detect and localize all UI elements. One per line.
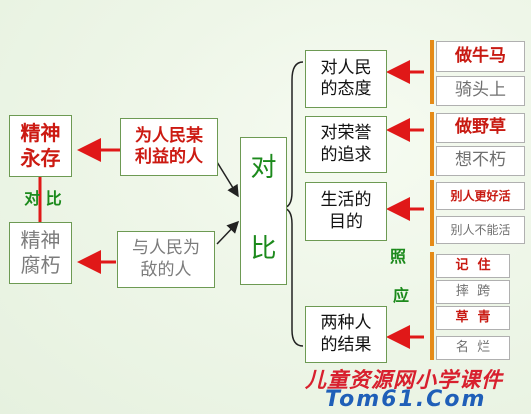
leaf-grass-green: 草 青 [436, 306, 510, 330]
contrast-label: 对 比 [24, 189, 62, 208]
group-bar-3 [430, 180, 434, 246]
leaf-name-rots: 名 烂 [436, 336, 510, 360]
aspect-result-box: 两种人 的结果 [305, 306, 387, 363]
correspond-char-1: 照 [390, 247, 407, 266]
spirit-lives-box: 精神 永存 [9, 115, 72, 177]
watermark-cn: 儿童资源网小学课件 [305, 368, 503, 392]
correspond-char-2: 应 [393, 286, 410, 305]
aspect-purpose-box: 生活的 目的 [305, 182, 387, 241]
watermark-logo: Tom61.Com [325, 387, 487, 412]
center-char-1: 对 [250, 152, 277, 183]
aspect-attitude-box: 对人民 的态度 [305, 50, 387, 108]
leaf-be-wild-grass: 做野草 [436, 113, 525, 143]
people-serving-box: 为人民某 利益的人 [120, 118, 218, 176]
group-bar-1 [430, 40, 434, 104]
aspect-honor-box: 对荣誉 的追求 [305, 116, 387, 173]
leaf-others-cannot-live: 别人不能活 [436, 216, 525, 244]
leaf-want-immortal: 想不朽 [436, 146, 525, 176]
leaf-fall: 摔 跨 [436, 280, 510, 304]
center-char-2: 比 [250, 233, 277, 264]
group-bar-4 [430, 252, 434, 360]
contrast-center-box: 对 比 [240, 137, 287, 285]
people-enemy-box: 与人民为 敌的人 [117, 231, 215, 288]
leaf-remember: 记 住 [436, 254, 510, 278]
leaf-ride-on-head: 骑头上 [436, 76, 525, 106]
spirit-decays-box: 精神 腐朽 [9, 222, 72, 284]
leaf-others-live-better: 别人更好活 [436, 182, 525, 210]
arrow-bottom-to-center [216, 220, 240, 245]
arrow-top-to-center [216, 161, 239, 198]
leaf-work-as-ox: 做牛马 [436, 41, 525, 72]
group-bar-2 [430, 112, 434, 176]
